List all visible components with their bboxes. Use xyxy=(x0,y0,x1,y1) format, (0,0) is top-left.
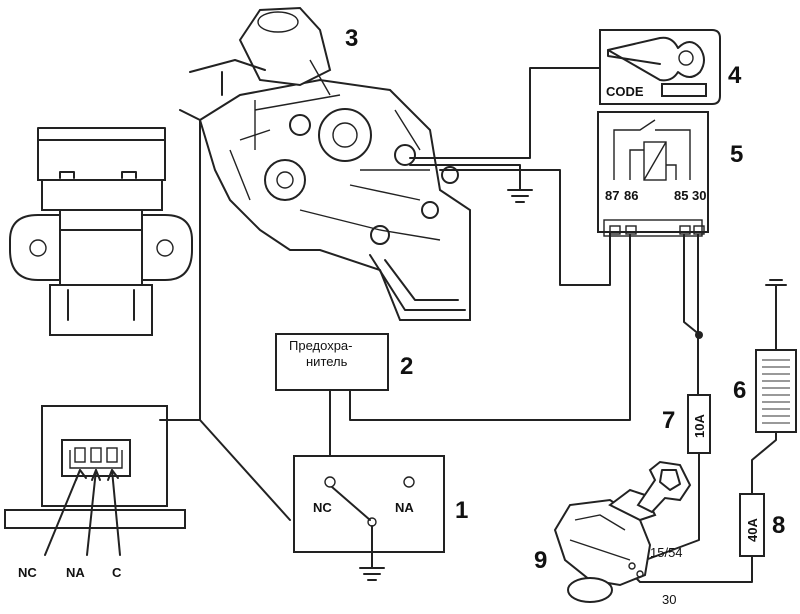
wire-pump-to-ground xyxy=(409,164,521,191)
fuse-10a-rating: 10A xyxy=(692,414,707,438)
ground-symbol-pump xyxy=(507,189,533,203)
relay-pin-86: 86 xyxy=(624,188,638,203)
switch-lever xyxy=(331,486,371,521)
fuse-40a-body xyxy=(739,493,765,557)
wire-pump-to-fob xyxy=(409,67,601,159)
wire-battery-to-fuse40a xyxy=(751,431,777,495)
connector-label-na: NA xyxy=(66,565,85,580)
zoom-wedge-line xyxy=(179,109,291,521)
switch-frame xyxy=(293,455,445,553)
ignition-switch xyxy=(553,460,692,603)
callout-3: 3 xyxy=(345,25,358,52)
relay xyxy=(597,111,709,237)
ignition-terminal-1554: 15/54 xyxy=(650,545,683,560)
switch-label-na: NA xyxy=(395,500,414,515)
switch-label-nc: NC xyxy=(313,500,332,515)
relay-pin-87: 87 xyxy=(605,188,619,203)
callout-5: 5 xyxy=(730,141,743,168)
sensor-side-view xyxy=(9,127,193,336)
callout-1: 1 xyxy=(455,497,468,524)
connector-label-nc: NC xyxy=(18,565,37,580)
callout-8: 8 xyxy=(772,512,785,539)
code-module-label: CODE xyxy=(606,84,644,99)
ground-symbol-switch xyxy=(359,567,385,581)
ignition-terminal-30: 30 xyxy=(662,592,676,607)
callout-4: 4 xyxy=(728,62,742,89)
wire-relay85 xyxy=(683,234,701,336)
callout-2: 2 xyxy=(400,353,413,380)
battery xyxy=(755,279,797,433)
switch-contact-nc xyxy=(324,476,336,488)
fuse-40a-rating: 40A xyxy=(745,518,760,542)
fuse-box-label-line2: нитель xyxy=(306,354,348,369)
connector-label-c: C xyxy=(112,565,122,580)
fuse-box-frame xyxy=(275,333,389,391)
switch-contact-na xyxy=(403,476,415,488)
wire-relay86-to-fusebox xyxy=(349,234,631,421)
fuse-box-label-line1: Предохра- xyxy=(289,338,352,353)
wire-fuse10a-to-ignition xyxy=(639,452,700,563)
sensor-connector-view xyxy=(4,405,186,556)
code-module xyxy=(599,29,721,105)
junction-dot xyxy=(695,331,703,339)
callout-9: 9 xyxy=(534,547,547,574)
callout-6: 6 xyxy=(733,377,746,404)
relay-pin-30: 30 xyxy=(692,188,706,203)
callout-7: 7 xyxy=(662,407,675,434)
relay-pin-85: 85 xyxy=(674,188,688,203)
wire-pump-to-relay-87 xyxy=(439,169,611,286)
injection-pump-illustration xyxy=(189,6,471,321)
